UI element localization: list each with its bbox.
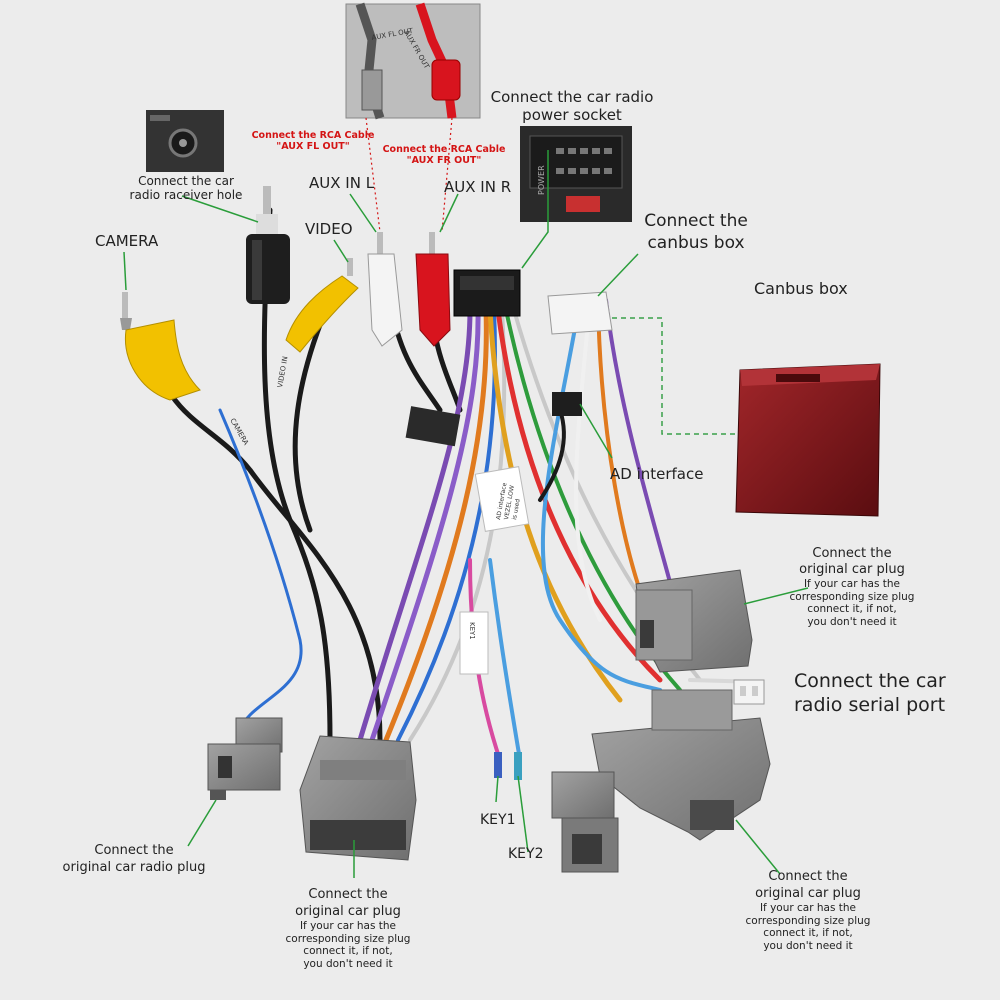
rca-photo-inset: AUX FL OUT AUX FR OUT	[345, 2, 481, 120]
aux-in-r-rca	[415, 232, 451, 347]
rca-fl-note: Connect the RCA Cable"AUX FL OUT"	[251, 130, 375, 152]
power-tag: POWER	[537, 165, 546, 195]
video-in-tag: VIDEO IN	[276, 356, 289, 389]
aux-in-l-rca	[367, 232, 403, 347]
power-connector	[453, 269, 521, 317]
aux-in-r-label: AUX IN R	[444, 178, 512, 196]
ad-interface-connector	[552, 392, 582, 416]
canbus-box	[735, 363, 881, 517]
canbus-connector	[547, 291, 613, 335]
small-black-connector	[405, 406, 461, 447]
key2-terminal	[514, 752, 522, 780]
camera-label: CAMERA	[95, 232, 159, 250]
svg-text:is used: is used	[511, 498, 522, 520]
camera-rca: CAMERA	[120, 292, 250, 447]
key1-label: KEY1	[480, 812, 516, 828]
aux-in-l-label: AUX IN L	[309, 174, 375, 192]
video-label: VIDEO	[305, 220, 353, 238]
camera-cable-tag: CAMERA	[228, 417, 250, 447]
serial-port-plug	[733, 679, 765, 705]
right-plug	[591, 689, 771, 841]
orig-plug-bottom-label: Connect the original car plug If your ca…	[285, 887, 411, 970]
power-socket-photo: POWER	[520, 126, 632, 222]
orig-plug-top-label: Connect the original car plug If your ca…	[789, 546, 915, 628]
svg-text:KEY1: KEY1	[468, 622, 476, 640]
ad-cable-tag: AD interface VEZEL LOW is used	[474, 466, 530, 532]
canbus-box-label: Canbus box	[754, 279, 848, 298]
receiver-hole-photo	[146, 110, 224, 172]
leader-lines	[123, 150, 809, 878]
rca-fr-note: Connect the RCA Cable"AUX FR OUT"	[382, 144, 506, 166]
key2-label: KEY2	[508, 846, 544, 862]
top-right-plug	[635, 569, 753, 673]
bottom-mid-plug	[551, 771, 619, 873]
key1-cable-tag: KEY1	[459, 611, 489, 675]
antenna-plug	[246, 186, 290, 304]
orig-plug-right-label: Connect the original car plug If your ca…	[745, 869, 871, 952]
video-rca: VIDEO IN	[276, 258, 359, 389]
radio-plug-small	[207, 717, 283, 800]
canbus-dashed-line	[612, 317, 738, 435]
key1-terminal	[494, 752, 502, 778]
ad-interface-label: AD interface	[610, 465, 704, 483]
bottom-left-plug	[299, 735, 417, 861]
